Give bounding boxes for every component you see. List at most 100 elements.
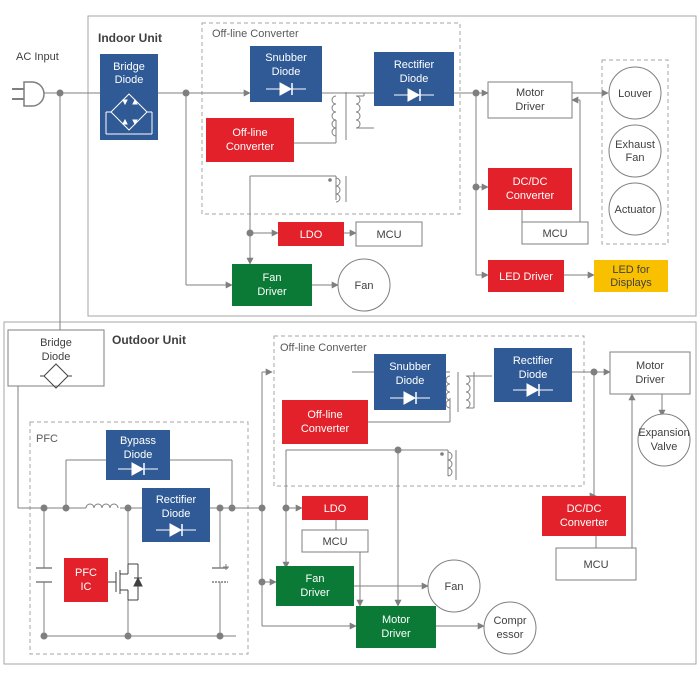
pfc-ic: PFC IC [64,558,108,602]
pfc-capacitor-icon [36,567,52,583]
indoor-offline-converter-group-label: Off-line Converter [212,28,299,40]
svg-text:Off-line: Off-line [307,409,342,421]
svg-text:Converter: Converter [226,141,275,153]
indoor-offline-converter-group [201,22,461,215]
svg-text:Valve: Valve [651,441,678,453]
outdoor-fan: Fan [427,559,481,613]
svg-text:Fan: Fan [263,272,282,284]
svg-text:Motor: Motor [382,614,410,626]
svg-text:Fan: Fan [355,280,374,292]
output-capacitor-icon [212,564,229,583]
indoor-dcdc-converter: DC/DC Converter [488,168,572,210]
svg-text:Motor: Motor [636,360,664,372]
svg-text:Motor: Motor [516,87,544,99]
outdoor-fan-driver: Fan Driver [276,566,354,606]
bypass-diode: Bypass Diode [106,430,170,480]
svg-text:Driver: Driver [381,628,411,640]
expansion-valve: Expansion Valve [637,413,691,467]
indoor-rectifier-diode: Rectifier Diode [374,52,454,106]
diode-icon [390,391,430,405]
indoor-transformer-icon [331,92,374,203]
bridge-rectifier-icon [40,363,72,389]
diode-icon [118,462,158,476]
svg-text:Snubber: Snubber [265,52,307,64]
diode-icon [156,523,196,537]
pfc-inductor-icon [85,503,119,509]
indoor-unit-frame [87,15,697,317]
pfc-group-label: PFC [36,433,58,445]
svg-text:Driver: Driver [635,374,665,386]
svg-text:Diode: Diode [272,66,301,78]
svg-text:Driver: Driver [257,286,287,298]
svg-text:Rectifier: Rectifier [513,355,554,367]
svg-text:Off-line: Off-line [232,127,267,139]
svg-text:Driver: Driver [300,587,330,599]
svg-text:LED Driver: LED Driver [499,271,553,283]
indoor-ldo: LDO [278,222,344,246]
exhaust-fan: Exhaust Fan [608,124,662,178]
svg-text:Driver: Driver [515,101,545,113]
svg-text:PFC: PFC [75,567,97,579]
svg-text:Rectifier: Rectifier [394,59,435,71]
svg-text:Louver: Louver [618,88,652,100]
svg-text:essor: essor [497,629,524,641]
svg-text:Fan: Fan [626,152,645,164]
svg-text:Fan: Fan [445,581,464,593]
indoor-mcu: MCU [355,221,423,247]
svg-text:Diode: Diode [519,369,548,381]
ac-plug-icon [12,81,45,107]
ac-input-label: AC Input [16,51,59,63]
indoor-motor-driver: Motor Driver [487,81,573,119]
indoor-offline-converter: Off-line Converter [206,118,294,162]
pfc-rectifier-diode: Rectifier Diode [142,488,210,542]
svg-text:LDO: LDO [324,503,347,515]
svg-text:DC/DC: DC/DC [513,176,548,188]
svg-text:Bridge: Bridge [113,61,145,73]
pfc-group [29,421,249,655]
indoor-unit-title: Indoor Unit [98,31,162,45]
svg-text:Bridge: Bridge [40,337,72,349]
outdoor-bridge-diode: Bridge Diode [7,329,105,389]
outdoor-offline-converter-group-label: Off-line Converter [280,342,367,354]
svg-text:MCU: MCU [542,228,567,240]
mosfet-icon [106,563,143,601]
svg-text:Fan: Fan [306,573,325,585]
svg-text:IC: IC [81,581,92,593]
indoor-snubber-diode: Snubber Diode [250,46,322,102]
led-driver: LED Driver [488,260,564,292]
indoor-fan: Fan [337,258,391,312]
svg-text:Diode: Diode [400,73,429,85]
svg-text:MCU: MCU [322,536,347,548]
bridge-rectifier-icon [105,93,153,135]
outdoor-unit-title: Outdoor Unit [112,333,186,347]
indoor-transformer-dot [328,178,332,182]
outdoor-dcdc-converter: DC/DC Converter [542,496,626,536]
svg-text:Exhaust: Exhaust [615,139,655,151]
svg-text:Diode: Diode [162,508,191,520]
indoor-bridge-diode: Bridge Diode [100,54,158,140]
actuator: Actuator [608,182,662,236]
svg-text:LED for: LED for [612,264,650,276]
svg-text:Converter: Converter [560,517,609,529]
svg-text:LDO: LDO [300,229,323,241]
svg-text:Compr: Compr [493,615,526,627]
svg-text:Bypass: Bypass [120,435,157,447]
led-for-displays: LED for Displays [594,260,668,292]
outdoor-mcu-right: MCU [555,547,637,581]
outdoor-offline-converter: Off-line Converter [282,400,368,444]
outdoor-ldo: LDO [302,496,368,520]
outdoor-transformer-icon [445,372,492,480]
outdoor-unit-frame [3,321,697,665]
outdoor-offline-converter-group [273,335,585,487]
svg-text:Displays: Displays [610,277,652,289]
svg-text:Actuator: Actuator [615,204,656,216]
svg-text:DC/DC: DC/DC [567,503,602,515]
svg-text:MCU: MCU [376,229,401,241]
outdoor-rectifier-diode: Rectifier Diode [494,348,572,402]
diode-icon [266,82,306,96]
indoor-mcu-right: MCU [521,221,589,245]
outdoor-motor-driver-right: Motor Driver [609,351,691,395]
actuator-group [601,59,669,245]
svg-text:Diode: Diode [115,74,144,86]
